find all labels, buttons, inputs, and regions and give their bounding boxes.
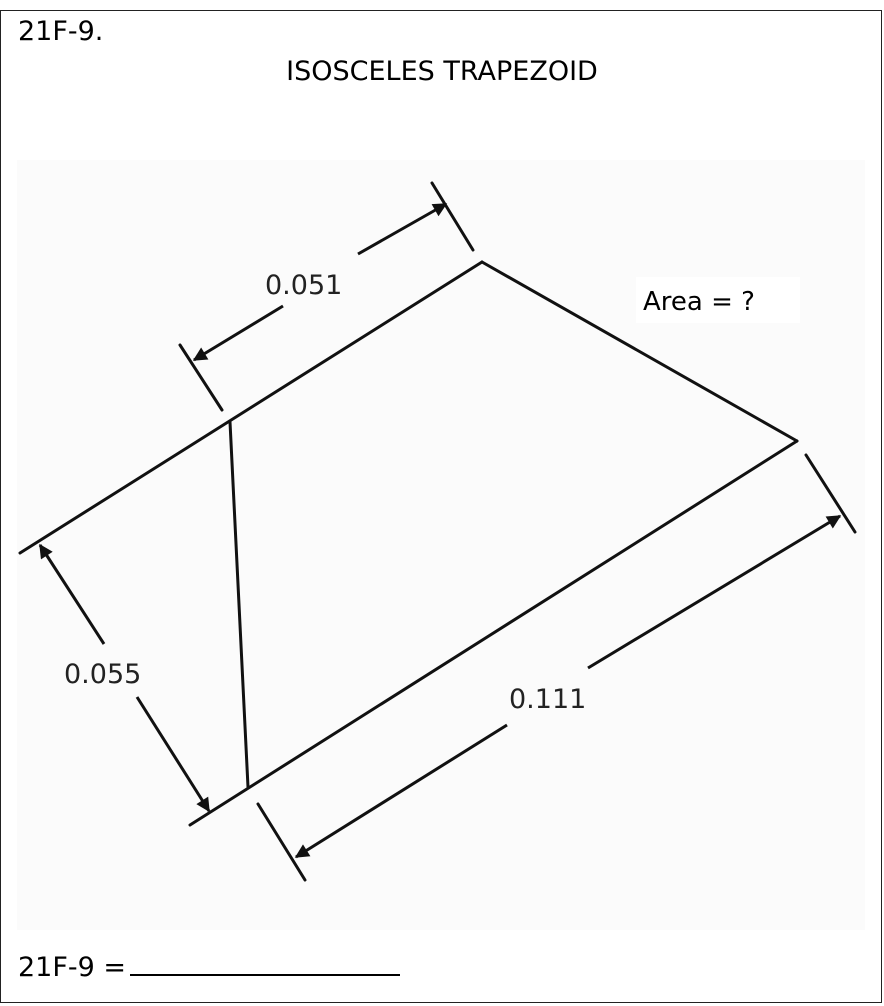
dim-line-bottom-base-right [587, 514, 842, 670]
area-label-background [636, 277, 800, 323]
trapezoid-right-leg [480, 260, 799, 443]
trapezoid-shape [18, 260, 799, 827]
answer-line: 21F-9 = [18, 946, 401, 983]
dim-line-top-base-left [192, 304, 284, 362]
dim-label-bottom-base: 0.111 [509, 684, 586, 715]
trapezoid-height-line [228, 420, 250, 789]
extension-line-bottom-right [804, 453, 857, 534]
area-label: Area = ? [643, 287, 755, 317]
dim-line-bottom-base-left [294, 723, 508, 859]
extension-line-bottom-left [256, 802, 307, 882]
trapezoid-top-base [18, 260, 484, 555]
dim-label-height: 0.055 [64, 659, 141, 690]
trapezoid-bottom-base [188, 439, 799, 827]
dim-line-top-base-right [357, 202, 448, 256]
problem-number: 21F-9. [18, 16, 104, 47]
dim-label-top-base: 0.051 [265, 270, 342, 301]
dim-line-height-bottom [135, 696, 211, 813]
answer-label: 21F-9 = [18, 952, 127, 983]
answer-blank[interactable] [130, 946, 401, 976]
extension-line-top-left [178, 343, 224, 412]
dim-line-height-top [38, 543, 106, 645]
dimension-lines [38, 202, 842, 859]
diagram-title: ISOSCELES TRAPEZOID [286, 56, 598, 87]
extension-line-top-right [430, 181, 475, 252]
extension-lines [178, 181, 857, 882]
